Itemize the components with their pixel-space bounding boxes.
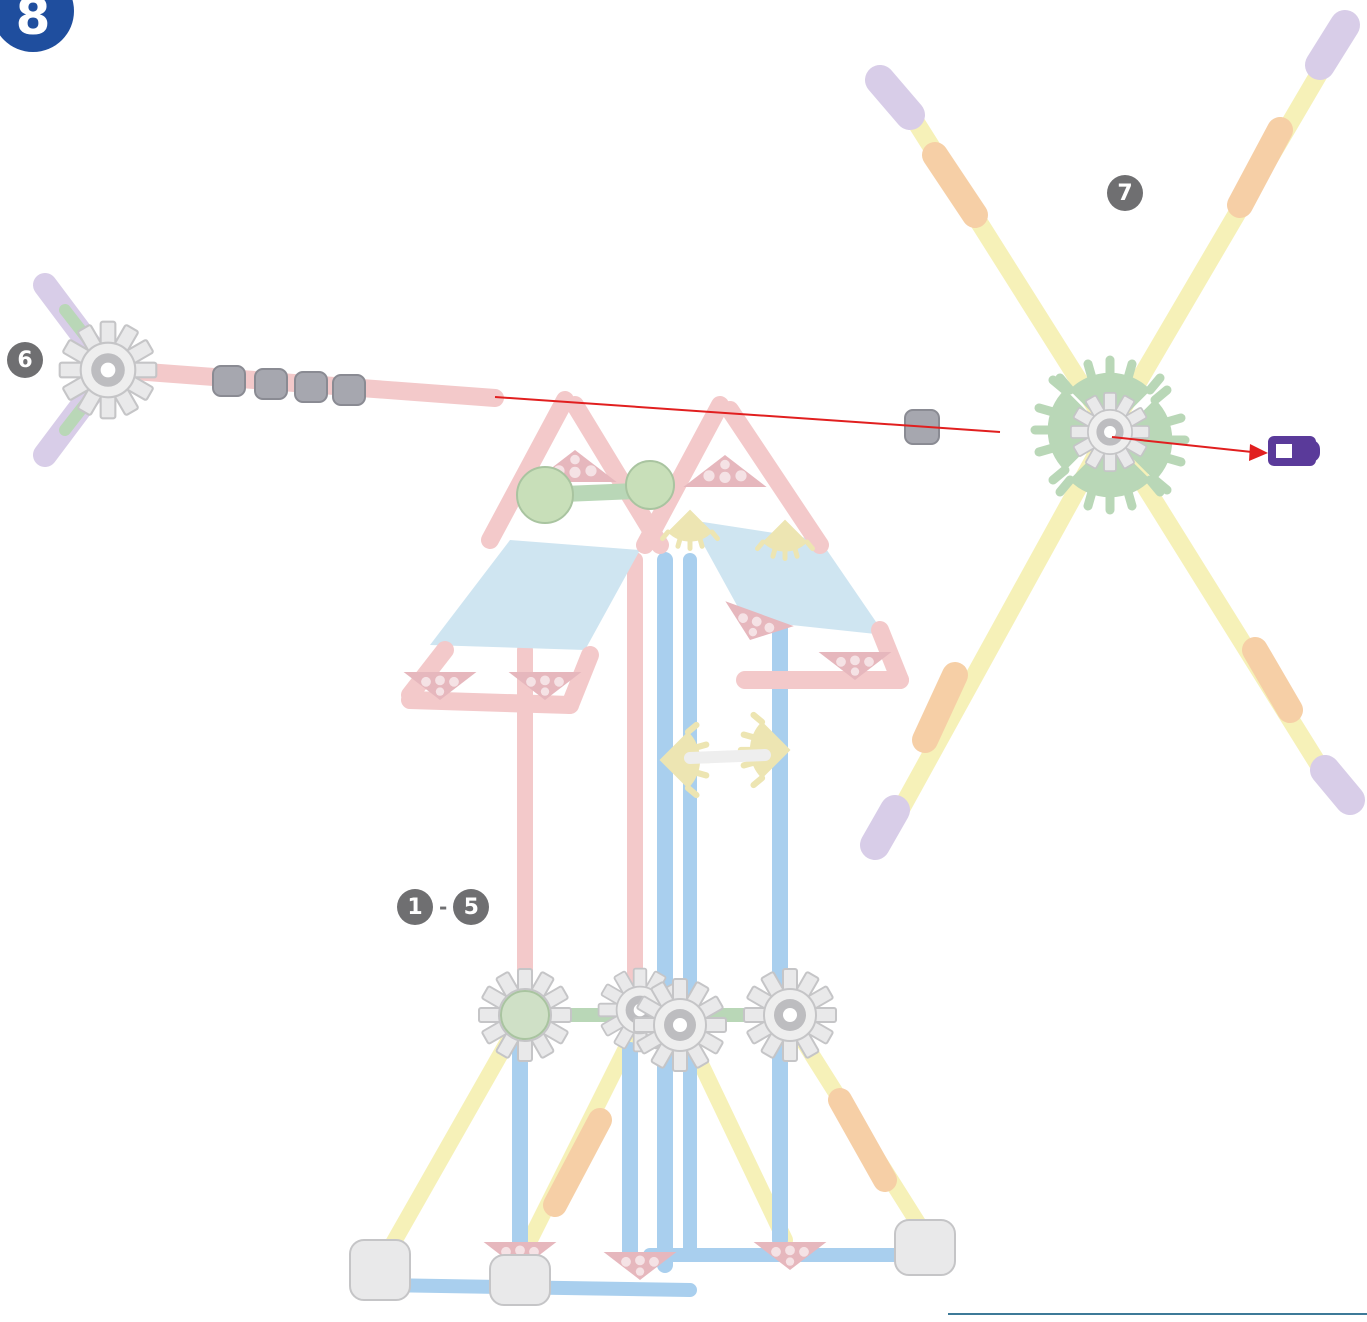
spacer-icon <box>212 365 366 406</box>
page-divider <box>948 1313 1367 1315</box>
end-cap-icon <box>1268 436 1320 466</box>
windmill-roof <box>401 391 909 714</box>
assembly-arrow-icon <box>494 396 1268 461</box>
callout-wheel-b: 7 <box>1107 175 1143 211</box>
axle-with-spacers <box>111 361 504 407</box>
callout-wheel-a: 6 <box>7 342 43 378</box>
callout-range-separator: - <box>439 895 448 919</box>
windmill-blade-assembly <box>860 10 1365 860</box>
wheel-small-left <box>33 273 158 467</box>
callout-step-range: 1 - 5 <box>397 889 490 925</box>
callout-range-start: 1 <box>397 889 433 925</box>
callout-range-end: 5 <box>453 889 490 925</box>
